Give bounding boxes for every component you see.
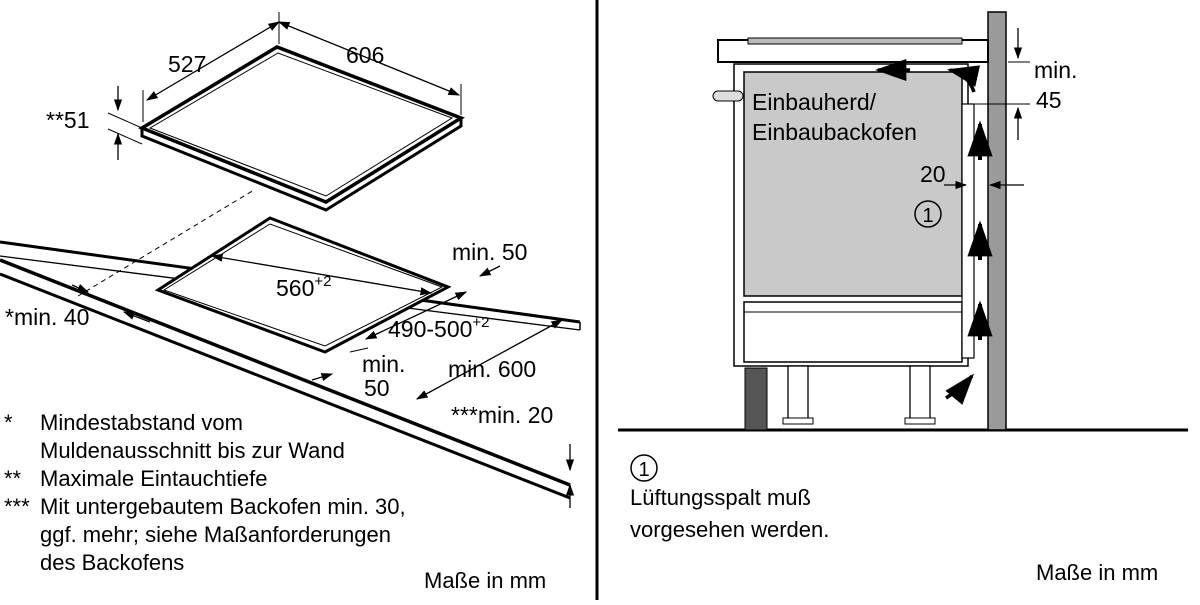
footnote-1-line1: Mindestabstand vom	[40, 410, 243, 435]
dim-min-worktop: min. 600	[448, 356, 536, 382]
legend-line1: Lüftungsspalt muß	[630, 485, 811, 510]
cutout-width-tolerance: +2	[314, 273, 331, 290]
cutout-width-value: 560	[276, 275, 314, 301]
dim-min-thickness: ***min. 20	[451, 402, 553, 428]
dim-hob-depth: 527	[168, 51, 206, 77]
legend-marker-number: 1	[638, 459, 649, 481]
footnote-3-line2: ggf. mehr; siehe Maßanforderungen	[40, 522, 391, 547]
cutout-depth-tolerance: +2	[472, 314, 489, 331]
left-panel-drawing	[0, 12, 581, 508]
dim-min-wall: *min. 40	[5, 304, 89, 330]
dim-cutout-depth: 490-500+2	[388, 314, 490, 342]
dim-hob-width: 606	[346, 42, 384, 68]
dim-min-front-line1: min.	[362, 351, 405, 377]
left-units-label: Maße in mm	[424, 568, 546, 593]
footnote-2-line1: Maximale Eintauchtiefe	[40, 466, 267, 491]
right-units-label: Maße in mm	[1036, 560, 1158, 585]
right-panel-drawing	[618, 11, 1188, 482]
vent-marker-number: 1	[922, 205, 933, 227]
dim-immersion-depth: **51	[46, 107, 89, 133]
dim-gap-top-line1: min.	[1034, 57, 1077, 83]
dim-gap-top-line2: 45	[1036, 87, 1062, 113]
footnote-1-marker: *	[4, 410, 13, 435]
oven-label-line1: Einbauherd/	[752, 89, 877, 115]
footnote-3-line1: Mit untergebautem Backofen min. 30,	[40, 494, 406, 519]
footnote-2-marker: **	[4, 466, 22, 491]
dim-cutout-width: 560+2	[276, 273, 331, 301]
cutout-depth-value: 490-500	[388, 316, 472, 342]
airflow-arrows	[874, 58, 993, 405]
vent-marker-circle	[914, 200, 942, 228]
wall	[987, 11, 1007, 431]
legend-marker-circle	[630, 454, 658, 482]
dim-min-front-line2: 50	[364, 375, 390, 401]
dim-gap-side: 20	[920, 161, 946, 187]
footnote-3-marker: ***	[4, 494, 30, 519]
footnotes: * Mindestabstand vom Muldenausschnitt bi…	[4, 410, 406, 575]
oven-label-line2: Einbaubackofen	[752, 119, 917, 145]
legend-line2: vorgesehen werden.	[630, 517, 829, 542]
footnote-1-line2: Muldenausschnitt bis zur Wand	[40, 438, 345, 463]
footnote-3-line3: des Backofens	[40, 550, 184, 575]
dim-min-rear: min. 50	[452, 239, 527, 265]
oven-box	[743, 71, 963, 297]
